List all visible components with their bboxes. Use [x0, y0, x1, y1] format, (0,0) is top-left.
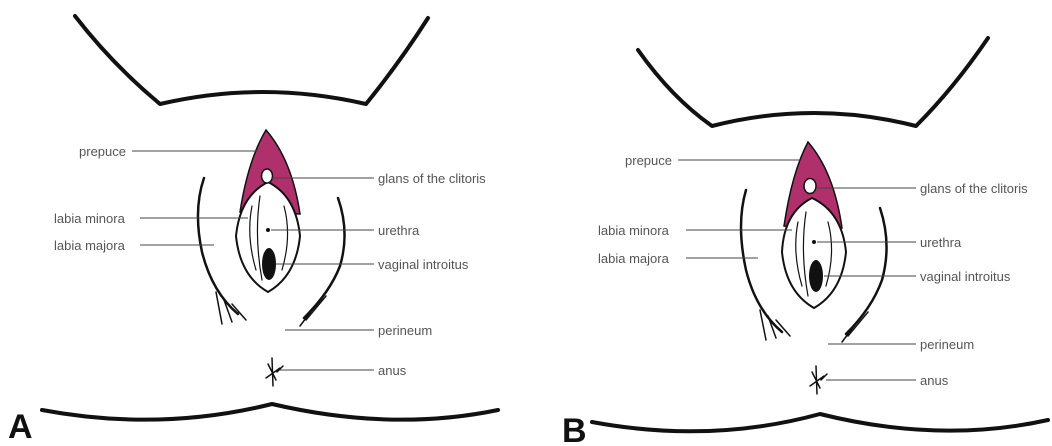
panel-b: prepuce glans of the clitoris labia mino…: [562, 38, 1048, 446]
glans-shape: [262, 169, 273, 183]
label-urethra: urethra: [920, 235, 962, 250]
label-vaginal-introitus: vaginal introitus: [920, 269, 1011, 284]
labia-majora-left-outline: [198, 178, 238, 314]
label-glans: glans of the clitoris: [920, 181, 1028, 196]
anus-mark: [810, 366, 827, 394]
anus-mark: [266, 358, 283, 386]
buttocks-contour: [592, 414, 1048, 431]
label-anus: anus: [920, 373, 949, 388]
label-glans: glans of the clitoris: [378, 171, 486, 186]
label-perineum: perineum: [920, 337, 974, 352]
labia-majora-right-hair: [300, 296, 326, 326]
urethra-dot: [812, 240, 816, 244]
label-labia-majora: labia majora: [54, 238, 126, 253]
label-urethra: urethra: [378, 223, 420, 238]
abdomen-contour: [638, 38, 988, 126]
vaginal-introitus-shape: [809, 260, 823, 292]
abdomen-contour: [75, 16, 428, 104]
vaginal-introitus-shape: [262, 248, 276, 280]
label-vaginal-introitus: vaginal introitus: [378, 257, 469, 272]
urethra-dot: [266, 228, 270, 232]
label-anus: anus: [378, 363, 407, 378]
label-labia-majora: labia majora: [598, 251, 670, 266]
labia-majora-right-outline: [304, 198, 345, 318]
label-prepuce: prepuce: [79, 144, 126, 159]
label-labia-minora: labia minora: [598, 223, 670, 238]
buttocks-contour: [42, 404, 498, 420]
glans-shape: [804, 179, 816, 194]
label-labia-minora: labia minora: [54, 211, 126, 226]
panel-a: prepuce glans of the clitoris labia mino…: [8, 16, 498, 446]
panel-letter-b: B: [562, 412, 587, 446]
label-prepuce: prepuce: [625, 153, 672, 168]
panel-letter-a: A: [8, 408, 33, 446]
label-perineum: perineum: [378, 323, 432, 338]
labia-majora-right-hair: [842, 312, 868, 342]
labia-majora-left-outline: [741, 190, 782, 332]
